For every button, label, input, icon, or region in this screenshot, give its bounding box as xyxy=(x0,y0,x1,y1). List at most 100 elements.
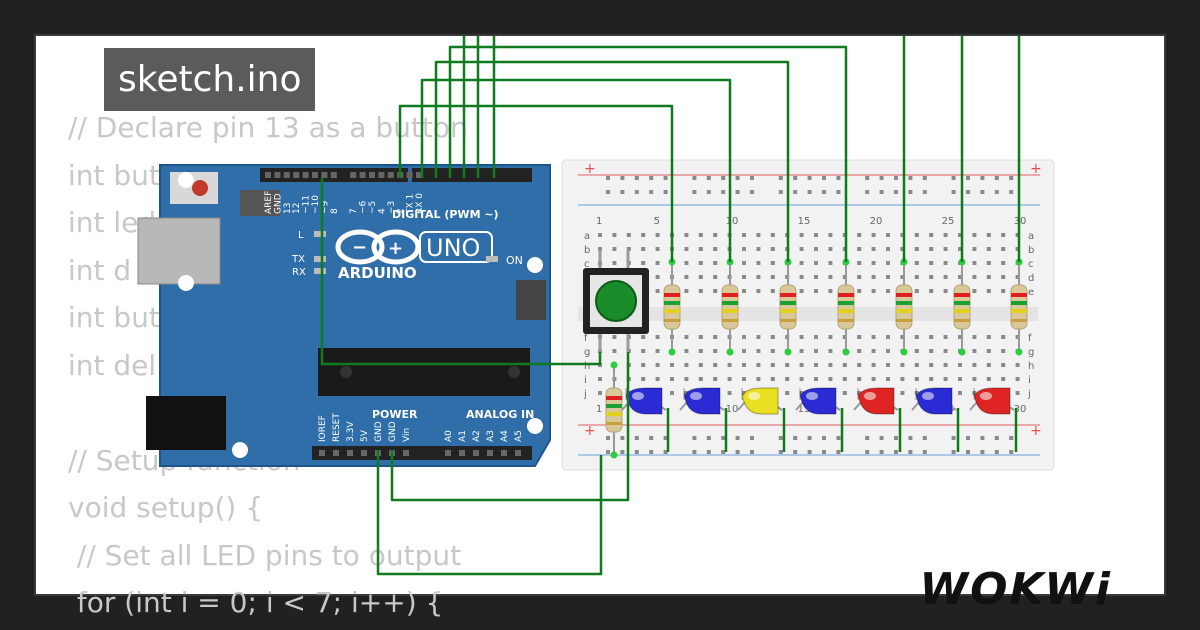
breadboard-hole xyxy=(871,289,876,293)
reset-button-cap[interactable] xyxy=(192,180,208,196)
breadboard-hole xyxy=(756,275,761,279)
breadboard-hole xyxy=(742,261,746,265)
breadboard-hole xyxy=(914,275,919,279)
breadboard-hole xyxy=(914,289,919,293)
breadboard-hole xyxy=(612,233,617,237)
rail-hole xyxy=(793,436,798,440)
breadboard-hole xyxy=(958,363,962,367)
breadboard-hole xyxy=(886,289,890,293)
breadboard-hole xyxy=(1015,363,1020,367)
power-pin-label: 5V xyxy=(360,429,370,442)
breadboard-hole xyxy=(612,349,617,353)
breadboard-hole xyxy=(857,261,862,265)
breadboard-hole xyxy=(742,289,746,293)
breadboard-hole xyxy=(799,377,804,381)
breadboard-hole xyxy=(814,377,818,381)
breadboard-hole xyxy=(857,349,862,353)
breadboard-hole xyxy=(770,233,775,237)
rail-hole xyxy=(836,436,841,440)
rail-hole xyxy=(922,450,927,454)
breadboard-hole xyxy=(828,233,833,237)
header-pin-label: ~6 xyxy=(359,200,369,214)
breadboard-hole xyxy=(626,233,631,237)
breadboard-hole xyxy=(727,391,732,395)
led-highlight xyxy=(922,392,934,400)
rail-hole xyxy=(649,176,654,180)
breadboard-hole xyxy=(612,261,617,265)
breadboard-hole xyxy=(770,275,775,279)
resistor xyxy=(1010,258,1028,356)
on-label: ON xyxy=(506,254,523,267)
rail-plus-top-right: + xyxy=(1030,161,1042,177)
header-pin xyxy=(312,172,318,178)
icsp-header-2 xyxy=(516,280,546,320)
breadboard-hole xyxy=(698,289,703,293)
rail-hole xyxy=(606,176,610,180)
led xyxy=(737,387,783,415)
resistor xyxy=(663,258,681,356)
power-pin xyxy=(403,450,409,456)
breadboard-hole xyxy=(958,391,962,395)
breadboard-hole xyxy=(900,233,905,237)
breadboard-hole xyxy=(742,349,746,353)
breadboard-hole xyxy=(972,363,977,367)
led-highlight xyxy=(748,392,760,400)
push-button[interactable] xyxy=(583,250,649,352)
rail-hole xyxy=(778,190,783,194)
rail-hole xyxy=(649,450,654,454)
breadboard-hole xyxy=(799,349,804,353)
breadboard-hole xyxy=(972,261,977,265)
rail-hole xyxy=(750,450,754,454)
breadboard-hole xyxy=(972,289,977,293)
breadboard-hole xyxy=(914,233,919,237)
column-number: 20 xyxy=(870,216,883,227)
breadboard-hole xyxy=(943,377,948,381)
analog-pin-label: A4 xyxy=(500,430,510,442)
rail-hole xyxy=(778,176,783,180)
breadboard-hole xyxy=(871,335,876,339)
rail-hole xyxy=(966,450,970,454)
breadboard-hole xyxy=(1015,233,1020,237)
brand-label: ARDUINO xyxy=(338,264,417,282)
rail-hole xyxy=(994,176,999,180)
breadboard-hole xyxy=(756,289,761,293)
breadboard-hole xyxy=(698,335,703,339)
breadboard-hole xyxy=(958,275,962,279)
header-pin xyxy=(274,172,281,178)
breadboard-hole xyxy=(742,233,746,237)
wire xyxy=(398,104,674,262)
led xyxy=(853,387,899,415)
breadboard-hole xyxy=(972,391,977,395)
header-pin-label: 4 xyxy=(377,208,387,214)
resistor-body xyxy=(837,284,855,330)
header-pin xyxy=(350,172,357,178)
breadboard-hole xyxy=(1001,363,1006,367)
code-line: for (int i = 0; i < 7; i++) { xyxy=(68,586,444,619)
header-pin xyxy=(416,172,422,178)
breadboard-hole xyxy=(914,377,919,381)
breadboard-hole xyxy=(598,377,602,381)
breadboard-hole xyxy=(1001,289,1006,293)
led xyxy=(911,387,957,415)
breadboard-hole xyxy=(698,261,703,265)
header-pin-label: AREF xyxy=(264,191,274,214)
breadboard-hole xyxy=(943,349,948,353)
header-pin-label: ~11 xyxy=(302,195,312,214)
rail-hole xyxy=(692,450,697,454)
breadboard-hole xyxy=(943,247,948,251)
rail-hole xyxy=(908,190,913,194)
rail-hole xyxy=(606,436,610,440)
breadboard-hole xyxy=(799,247,804,251)
breadboard-hole xyxy=(886,377,890,381)
wires xyxy=(320,36,1021,576)
header-pin-label: 7 xyxy=(349,208,359,214)
breadboard-hole xyxy=(684,247,689,251)
rail-hole xyxy=(980,190,985,194)
rail-hole xyxy=(879,190,884,194)
led xyxy=(621,387,667,415)
breadboard-hole xyxy=(1001,261,1006,265)
breadboard-hole xyxy=(986,363,991,367)
row-letter: a xyxy=(584,231,590,242)
breadboard-hole xyxy=(655,377,660,381)
breadboard-hole xyxy=(986,275,991,279)
